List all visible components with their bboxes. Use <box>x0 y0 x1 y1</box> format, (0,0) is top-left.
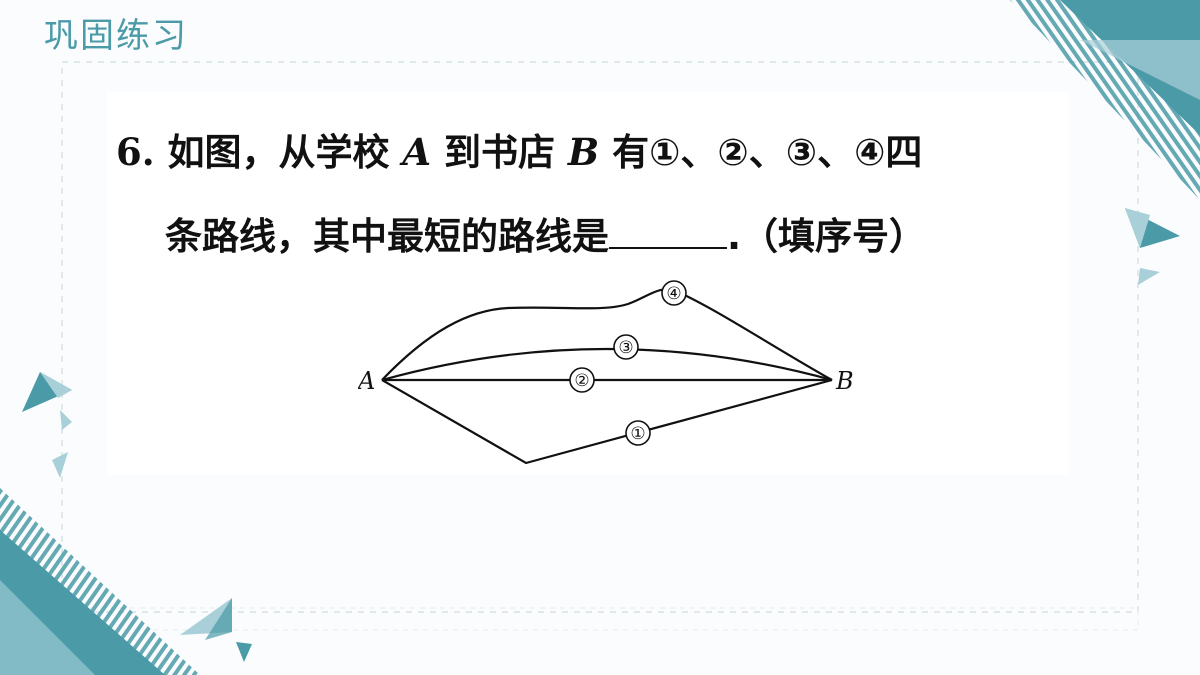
question-text-part: 到书店 <box>444 131 556 174</box>
dashed-frame-outer <box>49 607 1139 631</box>
route-1-label: ① <box>630 424 645 444</box>
left-triangle-decoration <box>22 372 72 412</box>
point-b-marker: B <box>835 367 854 395</box>
question-number: 6. <box>116 130 155 174</box>
right-small-triangle-decoration <box>1138 268 1160 285</box>
question-line-1: 6. 如图，从学校 A 到书店 B 有①、②、③、④四 <box>116 110 1066 195</box>
point-b-label: B <box>567 130 600 174</box>
route-3-marker <box>613 334 639 360</box>
dashed-frame <box>61 61 1139 613</box>
route-diagram: ④ ③ ② ① A B <box>356 270 858 466</box>
bottom-triangle-decoration-2 <box>205 598 232 640</box>
right-triangle-decoration-light <box>1125 208 1150 248</box>
left-triangle-decoration-light <box>40 372 72 398</box>
question-text: 6. 如图，从学校 A 到书店 B 有①、②、③、④四 条路线，其中最短的路线是… <box>116 110 1066 279</box>
point-a-label: A <box>402 130 432 174</box>
question-text-part: .（填序号） <box>727 215 927 258</box>
route-3-label: ③ <box>618 338 633 358</box>
route-1-marker <box>625 420 651 446</box>
question-line-2: 条路线，其中最短的路线是 .（填序号） <box>116 195 1066 279</box>
page-title: 巩固练习 <box>44 16 188 56</box>
question-text-part: 如图，从学校 <box>167 131 390 174</box>
route-4-marker <box>661 280 687 306</box>
question-text-part: 条路线，其中最短的路线是 <box>165 215 609 258</box>
route-diagram-svg: ④ ③ ② ① A B <box>356 280 854 465</box>
route-1-line <box>381 378 833 465</box>
question-text-part: 有①、②、③、④四 <box>612 131 923 174</box>
top-right-corner-decoration <box>1010 0 1200 200</box>
route-2-marker <box>569 367 595 393</box>
route-4-label: ④ <box>666 284 681 304</box>
bottom-left-corner-decoration <box>0 488 200 675</box>
bottom-small-triangle-decoration <box>236 642 252 662</box>
route-2-label: ② <box>574 371 589 391</box>
answer-blank[interactable] <box>609 217 727 249</box>
point-a-marker: A <box>358 367 375 395</box>
route-3-line <box>381 347 833 382</box>
left-small-triangle-decoration <box>60 410 72 430</box>
left-small-triangle-decoration-2 <box>52 452 68 478</box>
route-4-line <box>381 288 833 381</box>
